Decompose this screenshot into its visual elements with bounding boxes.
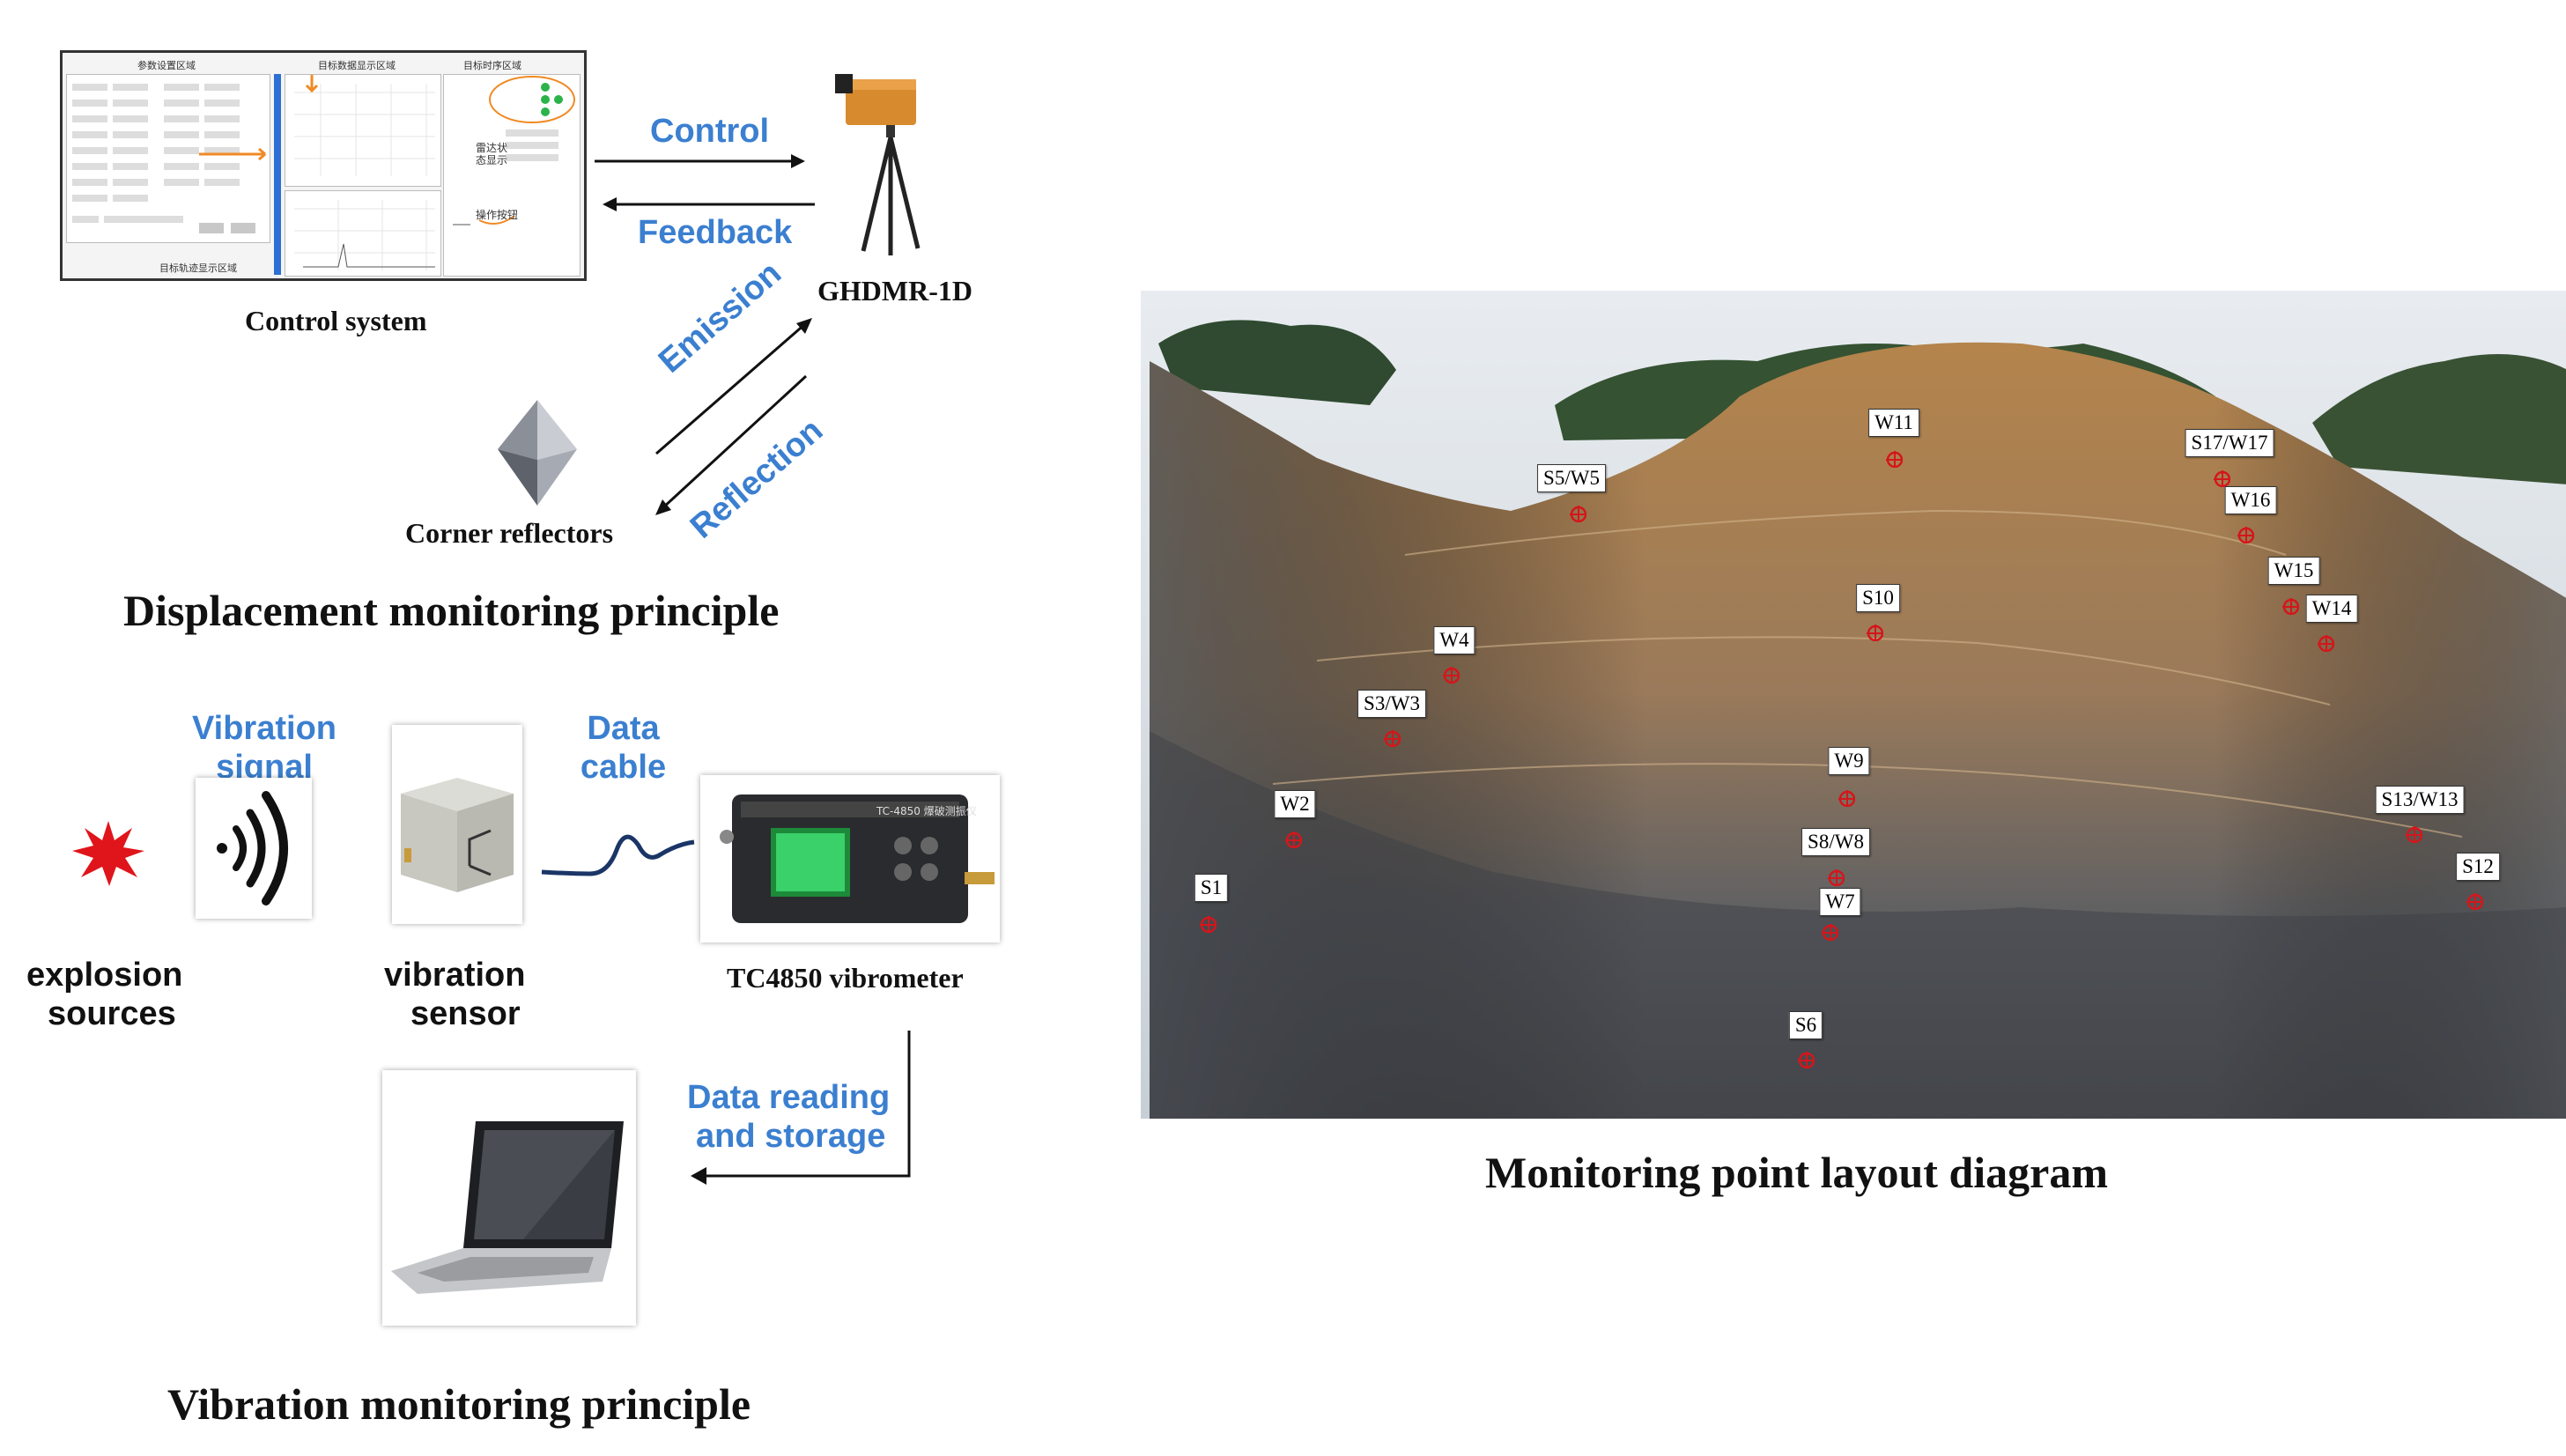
control-label: Control [650,113,770,150]
vibration-signal-label: Vibration signal [192,710,336,786]
crosshair-marker-icon [1384,730,1401,747]
explosion-label-1: explosion [26,957,183,994]
point-label: S1 [1194,874,1229,902]
displacement-title: Displacement monitoring principle [123,586,780,635]
target-track-area-label: 目标轨迹显示区域 [159,262,237,274]
param-area-label: 参数设置区域 [137,60,196,71]
crosshair-marker-icon [1886,451,1903,468]
crosshair-marker-icon [2237,527,2254,543]
sensor-label-2: sensor [410,995,521,1032]
mine-slope-image [1141,291,2566,1119]
explosion-label-2: sources [48,995,176,1032]
data-cable-label: Data cable [580,710,667,786]
vibrometer-label: TC4850 vibrometer [727,962,964,994]
point-label: S17/W17 [2185,429,2274,457]
point-label: S5/W5 [1537,464,1606,492]
data-reading-label-1: Data reading [687,1079,891,1116]
crosshair-marker-icon [1200,916,1216,933]
crosshair-marker-icon [2318,635,2334,652]
crosshair-marker-icon [1822,924,1838,941]
status-panel: 雷达状态显示 操作按钮 [443,74,580,277]
vibrometer-image: TC-4850 爆破测振仪 [700,775,1000,942]
data-cable-icon [541,834,695,876]
layout-diagram-title: Monitoring point layout diagram [1485,1148,2108,1197]
param-panel [66,74,270,243]
point-label: W7 [1819,888,1861,916]
crosshair-marker-icon [1285,831,1302,848]
sensor-label-1: vibration [384,957,526,994]
point-label: W2 [1274,790,1316,818]
explosion-icon [72,821,144,886]
crosshair-marker-icon [1867,625,1883,641]
target-track-plot [285,190,441,277]
signal-waves-icon [196,778,312,919]
point-label: W9 [1828,747,1870,775]
vibrometer-brand: TC-4850 爆破测振仪 [876,805,977,817]
ghdmr-device [835,74,921,255]
laptop-image [382,1070,636,1326]
target-data-area-label: 目标数据显示区域 [318,60,396,71]
emission-reflection-arrows [655,318,812,515]
crosshair-marker-icon [2282,598,2299,615]
target-data-plot [285,74,441,187]
point-label: W14 [2305,595,2358,623]
point-label: W11 [1868,409,1919,437]
corner-reflectors-label: Corner reflectors [405,517,614,549]
status-indicators [453,76,575,225]
crosshair-marker-icon [1443,667,1460,684]
point-label: W15 [2267,557,2320,585]
data-plot-grid [294,75,435,176]
crosshair-marker-icon [1798,1052,1815,1068]
point-label: S12 [2456,853,2500,881]
vibration-sensor-image [392,725,522,924]
point-label: S10 [1856,584,1900,612]
point-label: S3/W3 [1357,690,1426,718]
control-feedback-arrows [595,154,815,211]
param-grid [72,84,266,233]
data-reading-arrow [691,1031,911,1185]
feedback-label: Feedback [638,214,793,251]
track-plot-grid [294,200,435,270]
radar-status-label: 雷达状态显示 [476,142,508,166]
point-label: W4 [1433,626,1475,654]
crosshair-marker-icon [2214,470,2230,487]
divider-bar [274,74,281,275]
operation-label: 操作按钮 [476,209,519,221]
point-label: S6 [1788,1011,1823,1039]
data-reading-label-2: and storage [696,1118,886,1155]
point-label: S13/W13 [2375,786,2465,814]
vibration-title: Vibration monitoring principle [167,1379,751,1429]
target-time-area-label: 目标时序区域 [463,60,521,71]
crosshair-marker-icon [1570,506,1586,522]
crosshair-marker-icon [1838,790,1855,807]
point-label: S8/W8 [1801,828,1870,856]
crosshair-marker-icon [2406,826,2422,843]
device-label: GHDMR-1D [817,275,972,307]
crosshair-marker-icon [1828,869,1845,886]
control-system-screen: 参数设置区域 目标数据显示区域 目标时序区域 [60,50,587,281]
point-label: W16 [2224,486,2277,514]
corner-reflector-icon [498,400,577,506]
control-system-label: Control system [245,305,427,336]
crosshair-marker-icon [2466,893,2483,910]
